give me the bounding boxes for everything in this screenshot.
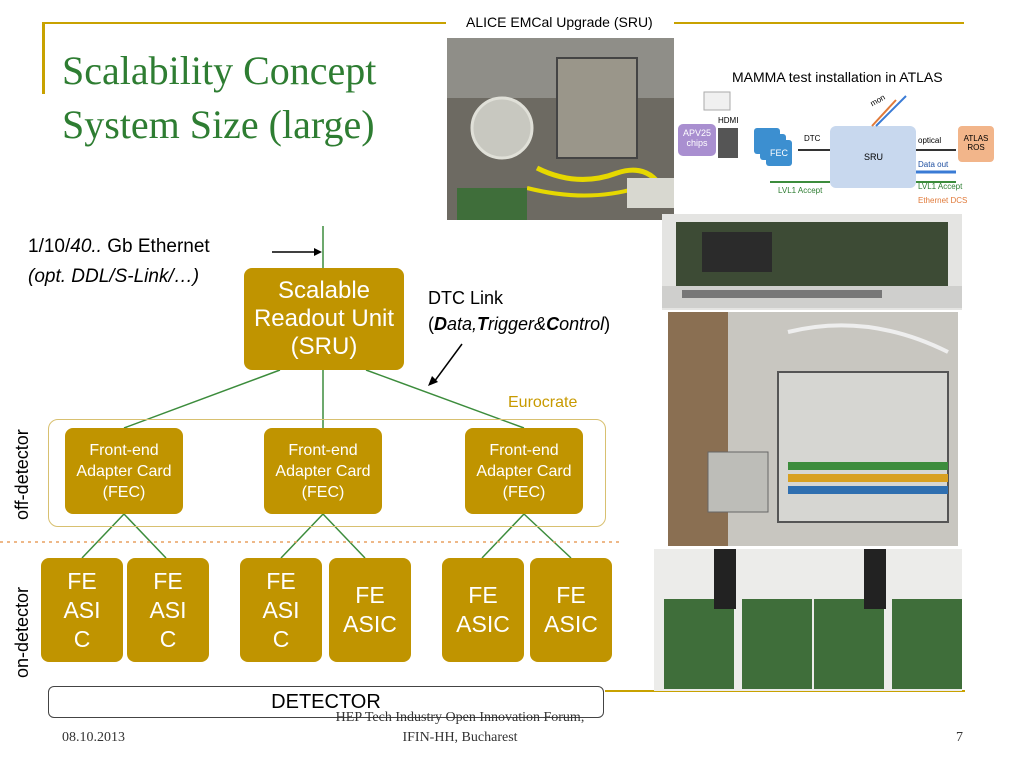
eurocrate-drawing — [668, 312, 958, 546]
title-line-2: System Size (large) — [62, 102, 375, 147]
alice-sru-photo — [447, 38, 674, 220]
sru-to-fec-1-line — [123, 369, 281, 429]
sru-board-drawing — [662, 214, 962, 310]
mamma-atlas-ros-label: ATLAS ROS — [963, 134, 989, 152]
connection-lines — [0, 226, 620, 559]
fec-1-to-asic-2-line — [123, 513, 167, 559]
on-detector-label: on-detector — [12, 586, 32, 678]
ethernet-label: 1/10/40.. Gb Ethernet — [28, 236, 210, 258]
asic-box-2: FE ASI C — [127, 558, 209, 662]
asic-box-1: FE ASI C — [41, 558, 123, 662]
mamma-dtc-label: DTC — [804, 134, 821, 143]
sru-board-photo — [662, 214, 962, 310]
sru-box: Scalable Readout Unit (SRU) — [244, 268, 404, 370]
alice-photo-drawing — [447, 38, 674, 220]
fec-boards-drawing — [654, 549, 962, 691]
asic-label-1: FE ASI C — [63, 567, 101, 652]
asic-label-2: FE ASI C — [149, 567, 187, 652]
dtc-rigger: rigger& — [488, 314, 547, 334]
mamma-data-out-label: Data out — [918, 160, 949, 169]
asic-label-5: FE ASIC — [456, 582, 510, 637]
left-vertical-rule — [42, 22, 45, 94]
eurocrate-frame — [48, 419, 606, 527]
eurocrate-photo — [668, 312, 958, 546]
fec-3-to-asic-5-line — [481, 513, 525, 559]
mamma-optical-label: optical — [918, 136, 942, 145]
fec-box-3: Front-end Adapter Card (FEC) — [465, 428, 583, 514]
dtc-paren-close: ) — [604, 314, 611, 334]
bottom-rule — [605, 690, 965, 692]
fec-label-2: Front-end Adapter Card (FEC) — [275, 441, 371, 501]
footer-page-number: 7 — [956, 730, 963, 745]
fec-1-to-asic-1-line — [81, 513, 125, 559]
eurocrate-label: Eurocrate — [508, 394, 578, 411]
dtc-link-label: DTC Link — [428, 288, 504, 308]
mamma-fec-label: FEC — [770, 148, 788, 158]
ethernet-speed-c: Gb Ethernet — [101, 236, 210, 257]
alice-caption: ALICE EMCal Upgrade (SRU) — [466, 14, 653, 30]
mamma-sru-label: SRU — [864, 152, 884, 162]
footer-event-line-2: IFIN-HH, Bucharest — [402, 730, 518, 745]
fec-2-to-asic-3-line — [280, 513, 324, 559]
footer-event: HEP Tech Industry Open Innovation Forum,… — [300, 708, 620, 748]
dtc-arrowhead — [428, 376, 438, 386]
mamma-lvl1-left-label: LVL1 Accept — [778, 186, 823, 195]
footer-date: 08.10.2013 — [62, 730, 125, 745]
ethernet-sublabel: (opt. DDL/S-Link/…) — [28, 266, 200, 287]
sru-label: Scalable Readout Unit (SRU) — [253, 277, 395, 360]
dtc-d: D — [434, 314, 447, 334]
off-detector-label: off-detector — [12, 429, 32, 520]
ethernet-speed-a: 1/10/ — [28, 236, 71, 257]
fec-box-2: Front-end Adapter Card (FEC) — [264, 428, 382, 514]
fec-2-to-asic-4-line — [322, 513, 366, 559]
dtc-t: T — [477, 314, 489, 334]
asic-box-6: FE ASIC — [530, 558, 612, 662]
fec-3-to-asic-6-line — [523, 513, 572, 559]
asic-label-3: FE ASI C — [262, 567, 300, 652]
dtc-link-sublabel: (Data,Trigger&Control) — [428, 314, 610, 335]
mamma-lvl1-right-label: LVL1 Accept — [918, 182, 963, 191]
asic-label-6: FE ASIC — [544, 582, 598, 637]
title-line-1: Scalability Concept — [62, 48, 377, 93]
mamma-diagram-drawing — [674, 90, 994, 214]
asic-box-5: FE ASIC — [442, 558, 524, 662]
fec-box-1: Front-end Adapter Card (FEC) — [65, 428, 183, 514]
fec-label-3: Front-end Adapter Card (FEC) — [476, 441, 572, 501]
dtc-c: C — [546, 314, 560, 334]
slide-title: Scalability Concept System Size (large) — [62, 44, 376, 152]
ethernet-speed-b: 40.. — [70, 236, 102, 257]
sru-to-fec-3-line — [365, 369, 525, 429]
dtc-ontrol: ontrol — [559, 314, 605, 334]
asic-box-4: FE ASIC — [329, 558, 411, 662]
detector-label: DETECTOR — [271, 691, 381, 713]
dtc-paren-open: ( — [428, 314, 434, 334]
dtc-arrow — [433, 343, 463, 383]
ethernet-arrowhead — [314, 248, 322, 256]
fec-label-1: Front-end Adapter Card (FEC) — [76, 441, 172, 501]
mamma-diagram: APV25 chips HDMI FEC DTC SRU optical Dat… — [674, 90, 994, 214]
mamma-apv-label: APV25 chips — [682, 128, 712, 148]
mamma-caption: MAMMA test installation in ATLAS — [732, 69, 943, 85]
footer-event-line-1: HEP Tech Industry Open Innovation Forum, — [335, 710, 585, 725]
fec-boards-photo — [654, 549, 962, 691]
asic-label-4: FE ASIC — [343, 582, 397, 637]
mamma-ethernet-dcs-label: Ethernet DCS — [918, 196, 968, 205]
detector-box: DETECTOR — [48, 686, 604, 718]
mamma-hdmi-label: HDMI — [718, 116, 739, 125]
asic-box-3: FE ASI C — [240, 558, 322, 662]
top-rule-right — [674, 22, 964, 24]
top-rule-left — [42, 22, 446, 24]
dtc-ata: ata, — [447, 314, 478, 334]
